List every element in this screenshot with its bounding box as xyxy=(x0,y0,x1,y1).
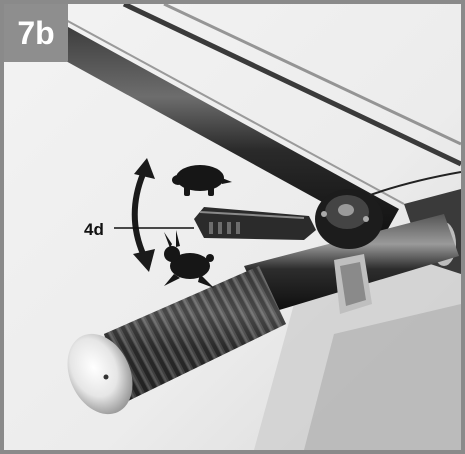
handlebar-photo xyxy=(4,4,461,450)
tortoise-icon xyxy=(172,165,232,196)
callout-label-4d: 4d xyxy=(84,220,104,239)
rabbit-icon xyxy=(164,230,214,288)
figure-badge: 7b xyxy=(4,4,68,62)
